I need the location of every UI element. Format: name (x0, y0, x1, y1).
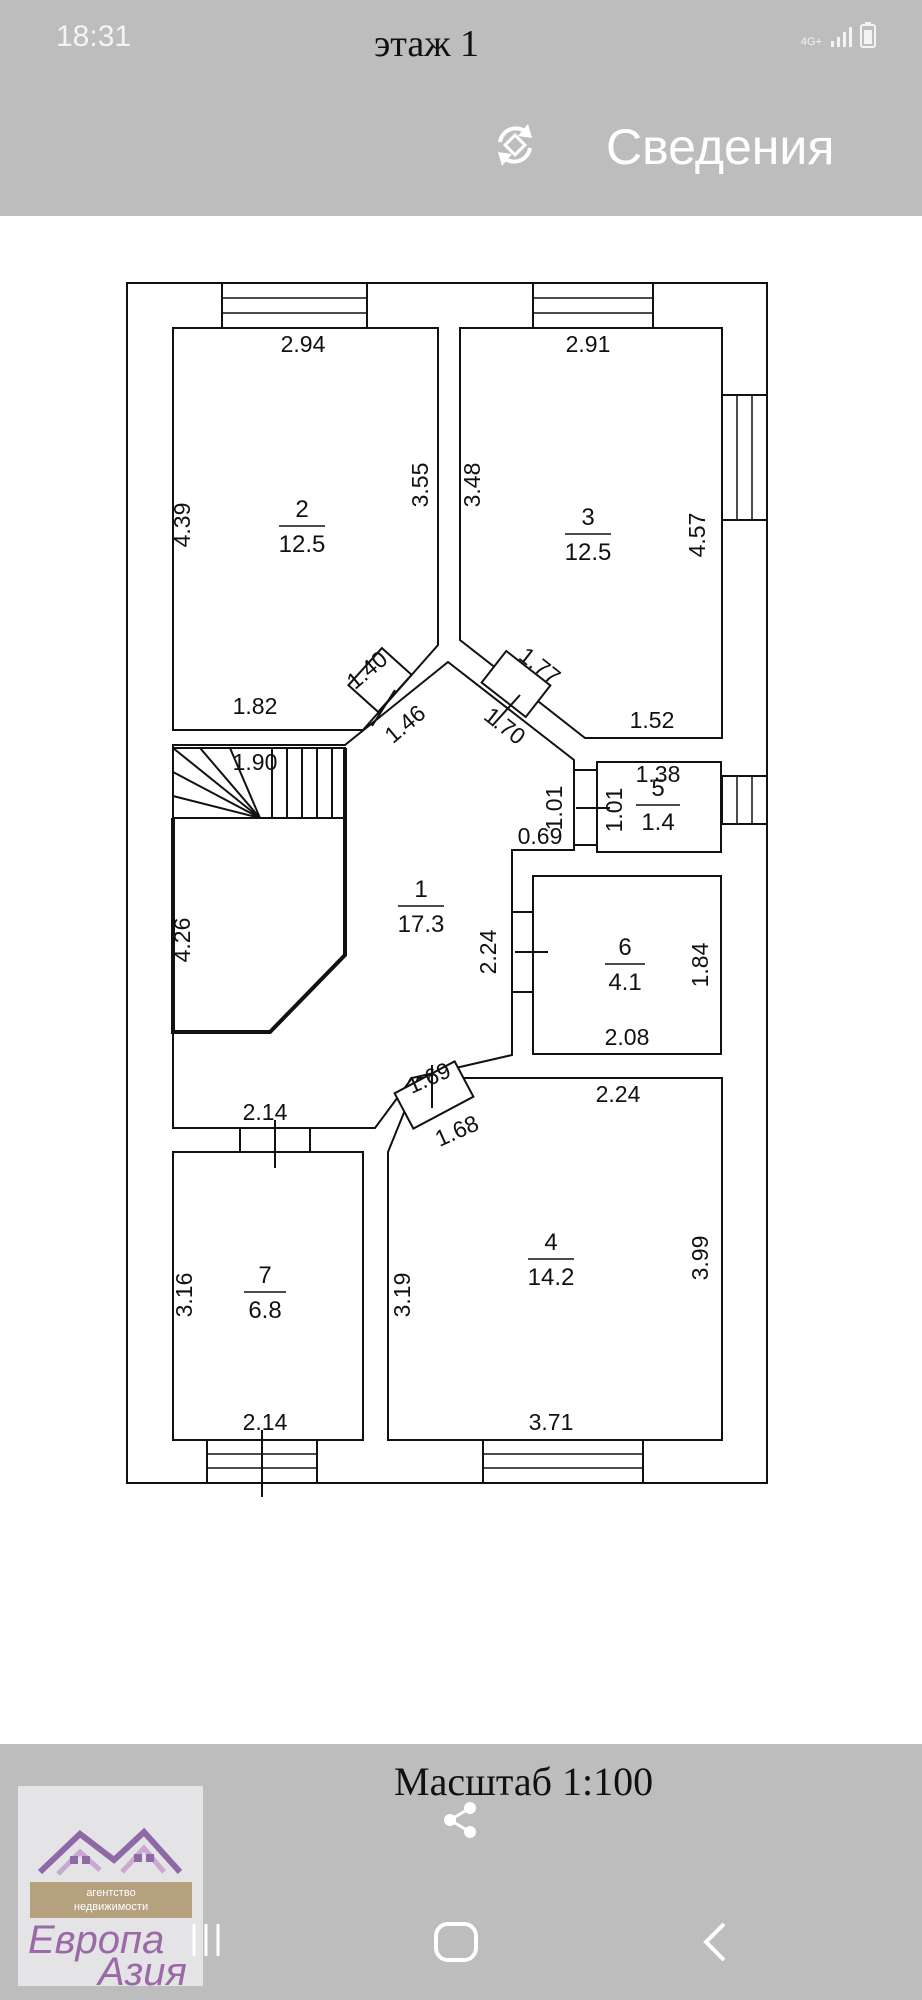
dimension-label: 2.24 (596, 1081, 641, 1107)
share-icon (444, 1802, 476, 1838)
room-number: 6 (618, 934, 631, 961)
dimension-label: 3.99 (687, 1236, 713, 1281)
nav-recents-button[interactable] (186, 1920, 226, 1960)
dimension-label: 1.01 (541, 786, 567, 831)
floor-plan: 1 17.3 2 12.5 3 12.5 4 14.2 5 1.4 6 4.1 … (0, 216, 922, 1744)
room-area: 14.2 (528, 1264, 575, 1291)
room-area: 17.3 (398, 911, 445, 938)
logo-name-second: Азия (98, 1950, 187, 1994)
dimension-label: 1.01 (601, 788, 627, 833)
nav-back-button[interactable] (696, 1920, 736, 1964)
rotate-button[interactable] (488, 118, 542, 172)
dimension-label: 0.69 (518, 823, 563, 849)
floor-title: этаж 1 (374, 23, 480, 65)
share-button[interactable] (436, 1796, 484, 1844)
rotate-icon (498, 124, 532, 166)
back-icon (703, 1922, 726, 1962)
dimension-label: 2.94 (281, 331, 326, 357)
scale-label: Масштаб 1:100 (394, 1759, 654, 1804)
dimension-label: 2.14 (243, 1409, 288, 1435)
room-number: 7 (258, 1262, 271, 1289)
floor-plan-drawing: 1 17.3 2 12.5 3 12.5 4 14.2 5 1.4 6 4.1 … (126, 282, 768, 1497)
top-bar: 18:31 4G+ этаж 1 Сведения (0, 0, 922, 216)
dimension-label: 3.55 (407, 463, 433, 508)
room-area: 1.4 (641, 809, 674, 836)
room-number: 4 (544, 1229, 557, 1256)
signal-icon (831, 27, 852, 47)
logo-name-first: Европа (28, 1918, 165, 1962)
room-area: 12.5 (565, 539, 612, 566)
room-number: 3 (581, 504, 594, 531)
details-button[interactable]: Сведения (606, 119, 835, 175)
house-roof-logo (37, 1827, 183, 1876)
dimension-label: 4.26 (169, 918, 195, 963)
network-type-label: 4G+ (800, 36, 822, 48)
bottom-bar: Масштаб 1:100 агентство недвижимости Евр… (0, 1744, 922, 2000)
dimension-label: 2.24 (475, 929, 501, 974)
dimension-label: 1.52 (630, 707, 675, 733)
logo-band: агентство недвижимости (30, 1882, 192, 1918)
room-number: 1 (414, 876, 427, 903)
logo-subtitle-line1: агентство (86, 1887, 136, 1899)
recents-icon (192, 1924, 220, 1956)
dimension-label: 3.71 (529, 1409, 574, 1435)
room-area: 12.5 (279, 531, 326, 558)
dimension-label: 1.82 (233, 693, 278, 719)
room-area: 4.1 (608, 969, 641, 996)
nav-home-button[interactable] (432, 1920, 480, 1964)
dimension-label: 2.91 (566, 331, 611, 357)
dimension-label: 1.38 (636, 761, 681, 787)
dimension-label: 4.39 (169, 503, 195, 548)
dimension-label: 1.46 (379, 700, 430, 749)
home-icon (434, 1922, 478, 1962)
dimension-label: 1.84 (687, 942, 713, 987)
status-icons: 4G+ (801, 22, 876, 48)
dimension-label: 3.19 (389, 1273, 415, 1318)
dimension-label: 3.16 (171, 1273, 197, 1318)
status-time: 18:31 (56, 20, 132, 53)
room-number: 5 (651, 775, 664, 802)
dimension-label: 3.48 (459, 463, 485, 508)
room-area: 6.8 (248, 1297, 281, 1324)
room-number: 2 (295, 496, 308, 523)
battery-icon (860, 22, 876, 48)
dimension-label: 2.14 (243, 1099, 288, 1125)
dimension-label: 2.08 (605, 1024, 650, 1050)
logo-subtitle-line2: недвижимости (73, 1901, 149, 1913)
dimension-label: 1.90 (233, 749, 278, 775)
dimension-label: 4.57 (684, 513, 710, 558)
agency-logo: агентство недвижимости Европа Азия (18, 1786, 203, 1994)
